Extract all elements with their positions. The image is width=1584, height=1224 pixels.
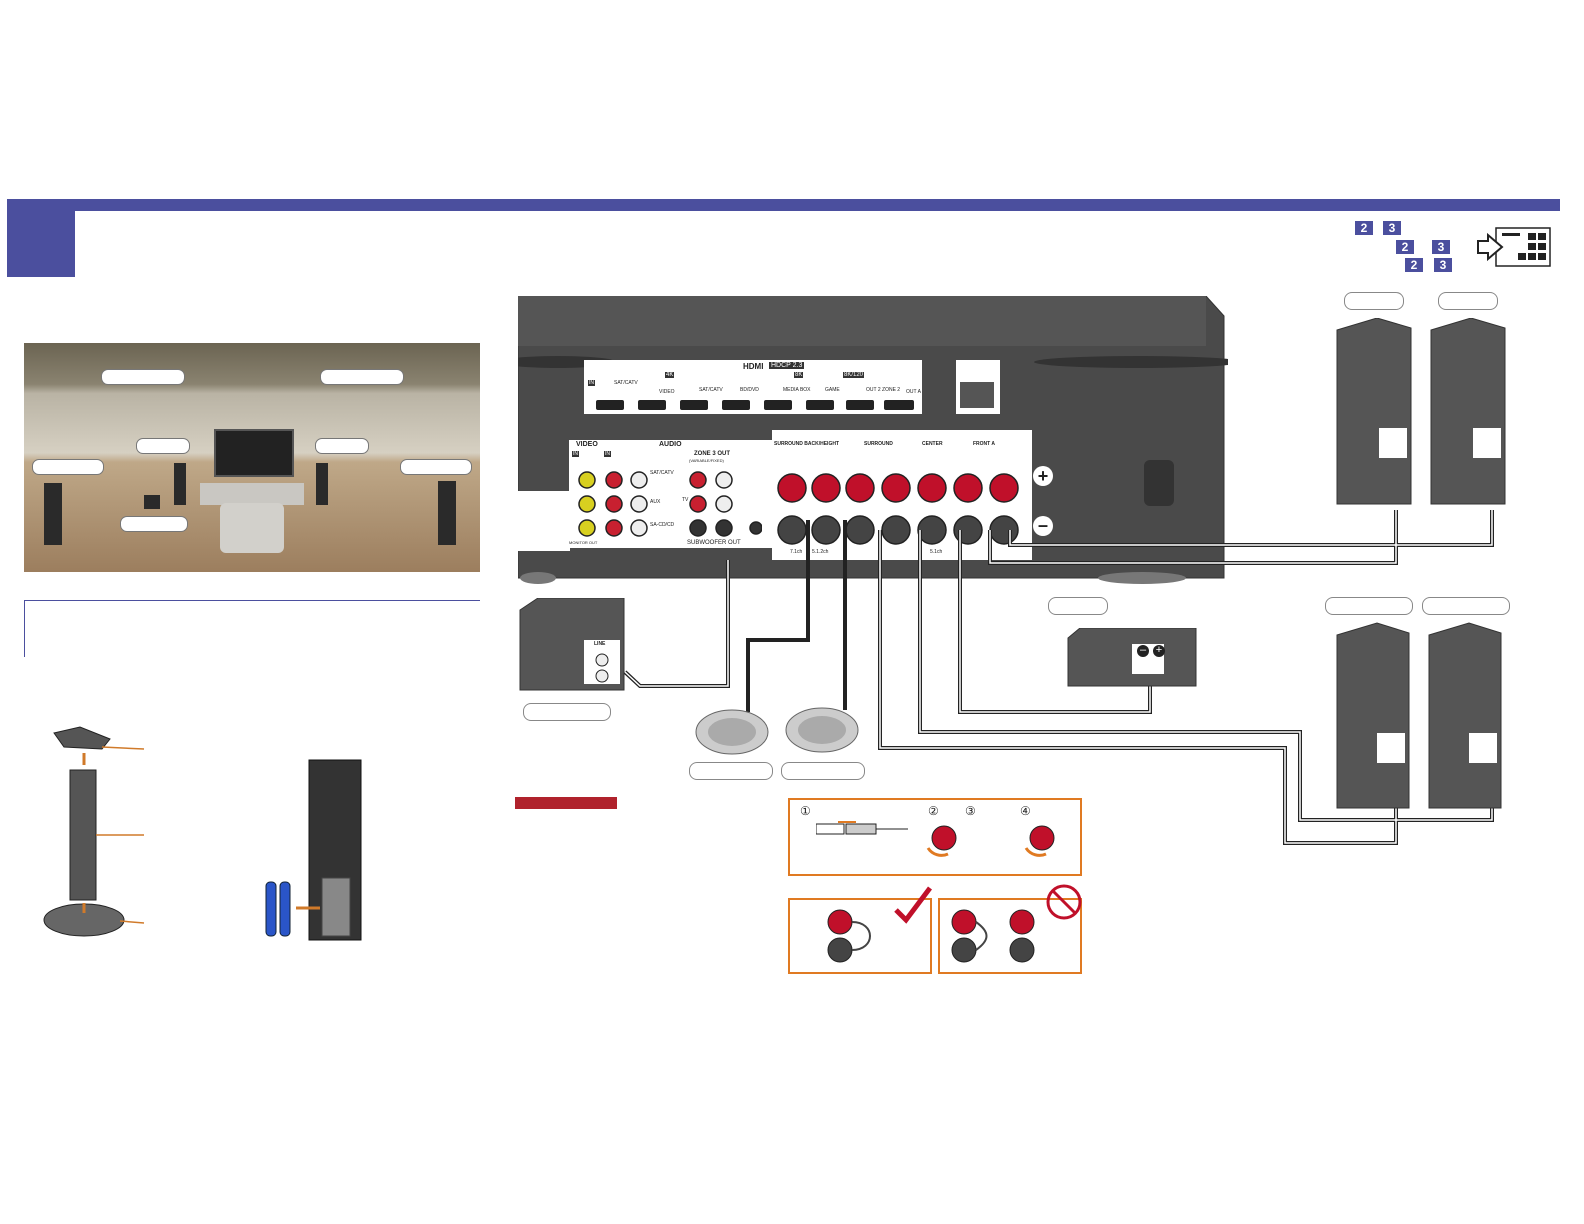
surround-left-speaker — [44, 483, 62, 545]
step-number: ③ — [965, 804, 976, 818]
height-speakers — [695, 707, 859, 755]
note-tab — [515, 797, 617, 809]
speaker-label-subwoofer — [120, 516, 188, 532]
monitor-out-label: MONITOR OUT — [569, 540, 598, 545]
wiring-steps-illustration — [816, 821, 1055, 857]
incorrect-wiring-illustration — [951, 884, 1082, 963]
rca-jacks — [578, 471, 762, 537]
hdmi-input-label: MEDIA BOX — [783, 387, 811, 393]
subwoofer-line-label: LINE — [594, 641, 606, 647]
note-box — [24, 600, 480, 657]
step-badge: 2 — [1396, 240, 1414, 254]
tv-label: TV — [682, 497, 689, 503]
speaker-label-subwoofer — [523, 703, 611, 721]
hdmi-8k120-badge: 8K/120 — [843, 372, 865, 378]
speaker-layout-illustration — [24, 343, 480, 572]
tv — [214, 429, 294, 477]
speaker-label-front-right — [315, 438, 369, 454]
channel-note: 5.1.2ch — [812, 549, 829, 555]
section-header-bar — [7, 199, 1560, 211]
center-speaker — [1067, 628, 1197, 687]
hdmi-input-label: SAT/CATV — [614, 380, 638, 386]
minus-sign: – — [1137, 645, 1149, 657]
step-badge: 3 — [1432, 240, 1450, 254]
sofa — [220, 503, 284, 553]
hdmi-8k-badge: 8K — [794, 372, 804, 378]
video-in-marker: IN — [572, 451, 579, 457]
step-badge: 3 — [1434, 258, 1452, 272]
correct-wiring-illustration — [827, 886, 932, 963]
ir-remote-label: IR REMOTE — [530, 492, 569, 499]
hdmi-input-label: BD/DVD — [740, 387, 759, 393]
speaker-label-surround-left — [32, 459, 104, 475]
page-grid-icon[interactable] — [1474, 225, 1552, 269]
group-center: CENTER — [922, 441, 943, 447]
step-badge: 2 — [1405, 258, 1423, 272]
zone3-sub: (VARIABLE/FIXED) — [689, 458, 724, 463]
speaker-label-surround-right — [1325, 597, 1413, 615]
step-badge: 3 — [1383, 221, 1401, 235]
audio-label: SAT/CATV — [650, 470, 674, 476]
group-front-a: FRONT A — [973, 441, 996, 447]
speaker-label-height-left — [781, 762, 865, 780]
front-left-speaker — [174, 463, 186, 505]
hdmi-input-label: GAME — [825, 387, 840, 393]
step-number: ④ — [1020, 804, 1031, 818]
speaker-label-surround-left — [1422, 597, 1510, 615]
audio-title: AUDIO — [659, 441, 682, 448]
impedance-label: IMPEDANCE: USE 4-16 Ω — [937, 432, 1010, 438]
speaker-terminals — [777, 473, 1019, 545]
front-and-surround-speakers — [1336, 318, 1506, 809]
hdcp-badge: HDCP 2.3 — [769, 362, 805, 369]
tv-rack — [200, 483, 304, 505]
hdmi-ports — [596, 400, 914, 410]
speaker-stand-illustration — [43, 726, 145, 937]
hdmi-input-label: SAT/CATV — [699, 387, 723, 393]
speaker-label-height-left — [101, 369, 185, 385]
subwoofer-box — [519, 598, 625, 691]
speaker-label-height-right — [689, 762, 773, 780]
remote-battery-illustration — [265, 759, 362, 941]
audio-label: AUX — [650, 499, 661, 505]
hdmi-4k-badge: 4K — [665, 372, 675, 378]
speaker-label-center — [1048, 597, 1108, 615]
zone3-title: ZONE 3 OUT — [694, 451, 731, 457]
audio-in-marker: IN — [604, 451, 611, 457]
hdmi-title: HDMI — [743, 362, 764, 371]
group-surround: SURROUND — [864, 441, 893, 447]
speaker-label-front-left — [1438, 292, 1498, 310]
speaker-label-height-right — [320, 369, 404, 385]
surround-right-speaker — [438, 481, 456, 545]
speaker-label-front-left — [136, 438, 190, 454]
front-right-speaker — [316, 463, 328, 505]
step-number: ② — [928, 804, 939, 818]
step-number: ① — [800, 804, 811, 818]
minus-marker: – — [1033, 516, 1053, 536]
video-title: VIDEO — [576, 441, 598, 448]
plus-sign: + — [1153, 645, 1165, 657]
speaker-label-front-right — [1344, 292, 1404, 310]
subwoofer — [144, 495, 160, 509]
speakers-title: SPEAKERS — [886, 432, 925, 439]
hdmi-in-marker: IN — [588, 380, 595, 386]
hdmi-out-zone2: OUT 2 ZONE 2 — [866, 387, 901, 393]
subwoofer-out-label: SUBWOOFER OUT — [687, 540, 741, 546]
hdmi-input-label: VIDEO — [659, 389, 675, 395]
group-surround-back: SURROUND BACK/HEIGHT — [774, 441, 839, 447]
audio-label: SA-CD/CD — [650, 522, 675, 528]
center-out-label: CENTER OUT — [740, 493, 773, 499]
step-badge: 2 — [1355, 221, 1373, 235]
plus-marker: + — [1033, 466, 1053, 486]
correct-wiring-box — [788, 898, 932, 974]
speaker-label-surround-right — [400, 459, 472, 475]
hdmi-out-arc: OUT A — [906, 389, 921, 395]
section-number-box — [7, 199, 75, 277]
